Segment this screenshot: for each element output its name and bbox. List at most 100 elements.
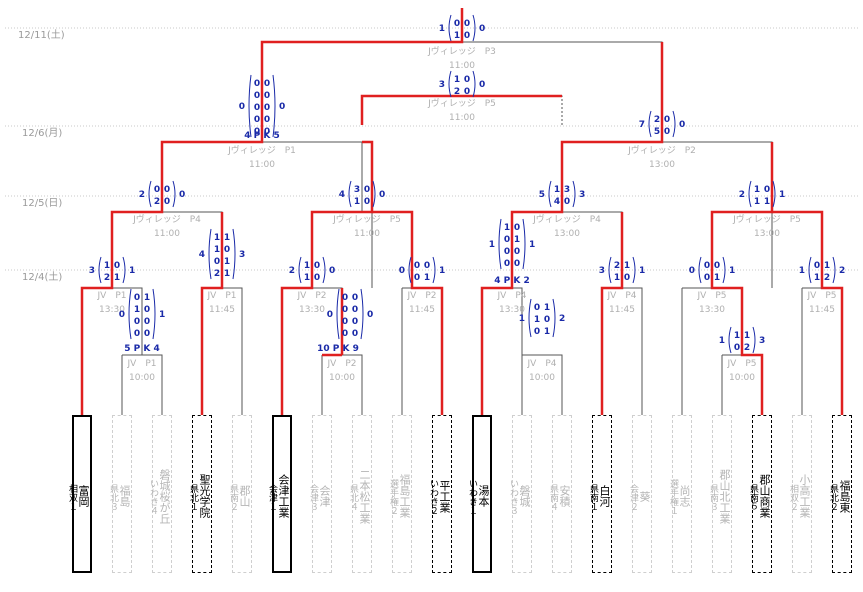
team-name: 尚志 xyxy=(678,485,691,507)
score-total: 5 xyxy=(539,190,545,200)
score-half: 0 xyxy=(342,293,348,303)
score-bracket xyxy=(128,288,132,340)
team-box: 郡山商業県南５ xyxy=(748,415,772,573)
score-half: 0 xyxy=(464,19,470,29)
score-total: 3 xyxy=(599,266,605,276)
score-half: 0 xyxy=(254,127,260,137)
score-half: 2 xyxy=(744,343,750,353)
score-bracket xyxy=(232,228,236,280)
score-half: 0 xyxy=(264,115,270,125)
score-half: 1 xyxy=(814,273,820,283)
score-half: 0 xyxy=(464,75,470,85)
venue-labels: Jヴィレッジ P3 11:00 Jヴィレッジ P5 11:00 Jヴィレッジ P… xyxy=(97,45,837,383)
score-half: 0 xyxy=(352,293,358,303)
score-half: 0 xyxy=(714,261,720,271)
score-half: 0 xyxy=(134,329,140,339)
score-half: 2 xyxy=(214,269,220,279)
score-half: 0 xyxy=(314,261,320,271)
svg-text:JV P5: JV P5 xyxy=(727,359,757,369)
team-name: 安積 xyxy=(558,485,571,507)
team-name: 湯本 xyxy=(477,485,490,507)
score-half: 0 xyxy=(352,329,358,339)
score-bracket xyxy=(808,256,812,284)
score-half: 0 xyxy=(264,127,270,137)
score-total: 1 xyxy=(159,310,165,320)
team-name: 磐城桜が丘 xyxy=(158,468,171,524)
score-half: 1 xyxy=(614,273,620,283)
score-total: 1 xyxy=(719,336,725,346)
score-half: 0 xyxy=(514,259,520,269)
score-half: 1 xyxy=(764,197,770,207)
score-half: 0 xyxy=(264,79,270,89)
score-half: 1 xyxy=(104,261,110,271)
svg-text:11:45: 11:45 xyxy=(209,305,235,315)
score-total: 0 xyxy=(327,310,333,320)
team-box: 磐城桜が丘いわき４ xyxy=(148,415,172,573)
score-bracket xyxy=(432,256,436,284)
date-label: 12/11(土) xyxy=(18,28,65,41)
score-total: 0 xyxy=(399,266,405,276)
team-name: 聖光学院 xyxy=(198,474,211,518)
score-half: 0 xyxy=(352,317,358,327)
score-half: 1 xyxy=(354,197,360,207)
score-half: 1 xyxy=(304,273,310,283)
score-total: 0 xyxy=(367,310,373,320)
pk-label: 4 P K 2 xyxy=(494,276,530,286)
score-total: 2 xyxy=(559,314,565,324)
score-half: 4 xyxy=(554,197,560,207)
score-bracket xyxy=(672,110,676,138)
team-region: 会津２ xyxy=(628,483,638,511)
team-name: 平工業 xyxy=(438,479,451,513)
score-half: 0 xyxy=(624,273,630,283)
team-region: 県北４ xyxy=(348,483,358,511)
team-box: 福島東県北２ xyxy=(828,415,852,573)
score-bracket xyxy=(752,326,756,354)
score-total: 3 xyxy=(239,250,245,260)
score-half: 0 xyxy=(504,259,510,269)
score-bracket xyxy=(148,180,152,208)
score-half: 0 xyxy=(254,103,260,113)
date-label: 12/6(月) xyxy=(22,127,62,139)
score-total: 0 xyxy=(329,266,335,276)
score-half: 2 xyxy=(824,273,830,283)
score-total: 3 xyxy=(759,336,765,346)
team-region: 県北２ xyxy=(828,483,838,511)
score-half: 0 xyxy=(534,327,540,337)
score-bracket xyxy=(548,180,552,208)
score-bracket xyxy=(528,298,532,338)
score-half: 0 xyxy=(454,19,460,29)
team-box: 平工業いわき２ xyxy=(428,415,452,573)
svg-text:Jヴィレッジ P4: Jヴィレッジ P4 xyxy=(532,213,601,225)
score-half: 1 xyxy=(304,261,310,271)
pk-labels: 4 P K 5 5 P K 4 10 P K 9 4 P K 2 xyxy=(124,131,530,354)
score-bracket xyxy=(632,256,636,284)
score-total: 4 xyxy=(339,190,345,200)
score-total: 0 xyxy=(279,102,285,112)
score-bracket xyxy=(336,288,340,340)
score-total: 0 xyxy=(689,266,695,276)
score-total: 7 xyxy=(639,120,645,130)
score-half: 0 xyxy=(254,79,260,89)
svg-text:11:00: 11:00 xyxy=(249,160,275,170)
svg-text:10:00: 10:00 xyxy=(329,373,355,383)
score-bracket xyxy=(248,74,252,138)
team-name: 小高工業 xyxy=(798,474,811,518)
svg-text:Jヴィレッジ P4: Jヴィレッジ P4 xyxy=(132,213,201,225)
score-half: 3 xyxy=(354,185,360,195)
score-half: 1 xyxy=(554,185,560,195)
svg-text:JV P1: JV P1 xyxy=(207,291,237,301)
score-bracket xyxy=(448,14,452,42)
score-total: 4 xyxy=(199,250,205,260)
score-half: 0 xyxy=(352,305,358,315)
score-half: 2 xyxy=(454,87,460,97)
team-box: 福島県北３ xyxy=(108,415,132,573)
team-region: 選手権１ xyxy=(668,479,678,515)
team-name: 郡山商業 xyxy=(758,474,771,518)
svg-text:11:45: 11:45 xyxy=(609,305,635,315)
score-half: 1 xyxy=(534,315,540,325)
score-half: 1 xyxy=(754,197,760,207)
score-half: 0 xyxy=(342,317,348,327)
score-half: 0 xyxy=(464,31,470,41)
score-half: 5 xyxy=(654,127,660,137)
